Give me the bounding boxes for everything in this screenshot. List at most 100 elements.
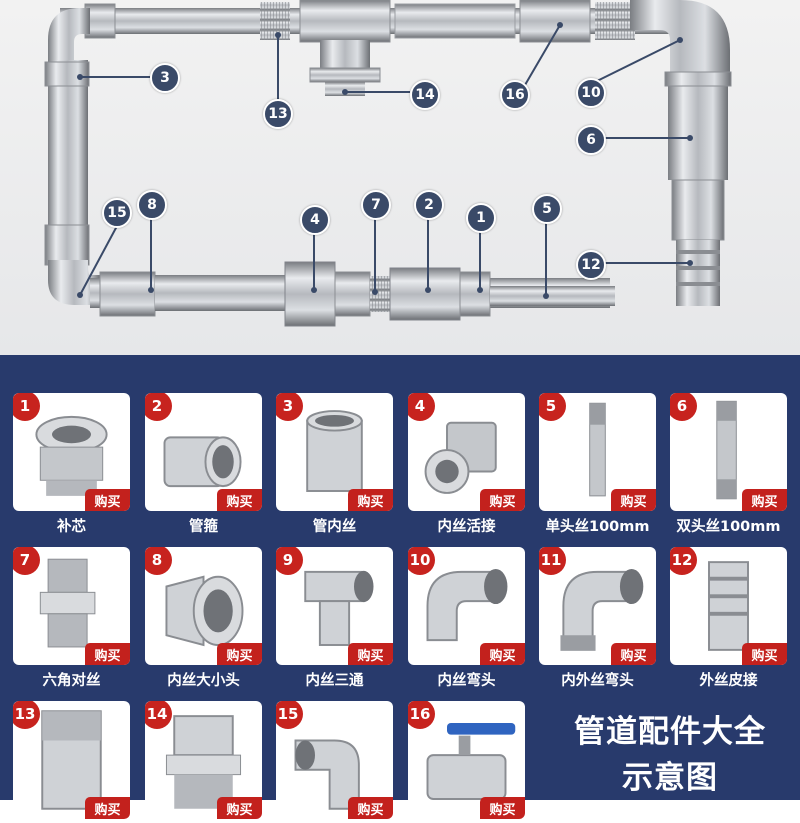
buy-button[interactable]: 购买 [85, 489, 130, 511]
item-number-badge: 14 [145, 701, 172, 729]
fitting-card-9[interactable]: 9 购买内丝三通 [276, 547, 393, 690]
item-number-badge: 1 [13, 393, 40, 421]
buy-button[interactable]: 购买 [217, 797, 262, 819]
hose-barb-icon [708, 561, 749, 651]
pipe-assembly-illustration [44, 0, 732, 327]
buy-button[interactable]: 购买 [480, 797, 525, 819]
coupling-icon [163, 436, 242, 488]
buy-button[interactable]: 购买 [217, 643, 262, 665]
fitting-name: 单头丝100mm [545, 519, 650, 535]
union-icon [424, 421, 497, 494]
fitting-name: 六角对丝 [42, 673, 101, 689]
fitting-card-14[interactable]: 14 购买 [145, 701, 262, 823]
ball-valve-icon [426, 722, 516, 800]
fitting-name: 双头丝100mm [676, 519, 781, 535]
fitting-name: 外丝皮接 [699, 673, 758, 689]
fitting-card-6[interactable]: 6 购买双头丝100mm [670, 393, 787, 536]
callout-16: 16 [500, 80, 530, 110]
buy-button[interactable]: 购买 [85, 643, 130, 665]
callout-2: 2 [414, 190, 444, 220]
elbow-male-female-icon [294, 739, 360, 810]
fitting-image[interactable]: 4 购买 [408, 393, 525, 511]
fitting-card-5[interactable]: 5 购买单头丝100mm [539, 393, 656, 536]
fitting-image[interactable]: 6 购买 [670, 393, 787, 511]
fitting-name: 内丝三通 [305, 673, 364, 689]
street-elbow-icon [560, 568, 644, 651]
callout-13: 13 [263, 99, 293, 129]
item-number-badge: 7 [13, 547, 40, 575]
item-number-badge: 13 [13, 701, 40, 729]
item-number-badge: 15 [276, 701, 303, 729]
fitting-image[interactable]: 7 购买 [13, 547, 130, 665]
fitting-image[interactable]: 5 购买 [539, 393, 656, 511]
fitting-card-16[interactable]: 16 购买 [408, 701, 525, 823]
item-number-badge: 4 [408, 393, 435, 421]
fitting-card-10[interactable]: 10 购买内丝弯头 [408, 547, 525, 690]
fittings-catalog [0, 355, 800, 800]
reducer-icon [165, 575, 244, 647]
fitting-card-7[interactable]: 7 购买六角对丝 [13, 547, 130, 690]
fitting-name: 补芯 [57, 519, 86, 535]
item-number-badge: 2 [145, 393, 172, 421]
fitting-image[interactable]: 15 购买 [276, 701, 393, 819]
item-number-badge: 12 [670, 547, 697, 575]
fitting-image[interactable]: 16 购买 [408, 701, 525, 819]
buy-button[interactable]: 购买 [348, 797, 393, 819]
item-number-badge: 10 [408, 547, 435, 575]
fitting-image[interactable]: 1 购买 [13, 393, 130, 511]
fitting-image[interactable]: 8 购买 [145, 547, 262, 665]
pipe-assembly-diagram: 3 13 14 16 10 6 15 8 4 7 2 1 5 12 [0, 0, 800, 355]
fitting-image[interactable]: 11 购买 [539, 547, 656, 665]
fitting-card-13[interactable]: 13 购买 [13, 701, 130, 823]
item-number-badge: 16 [408, 701, 435, 729]
callout-15: 15 [102, 198, 132, 228]
fitting-image[interactable]: 2 购买 [145, 393, 262, 511]
fitting-image[interactable]: 12 购买 [670, 547, 787, 665]
pipe-socket-icon [306, 410, 363, 492]
item-number-badge: 8 [145, 547, 172, 575]
fitting-card-15[interactable]: 15 购买 [276, 701, 393, 823]
banner-note: 如下其他配件联系客服 [589, 802, 750, 821]
item-number-badge: 5 [539, 393, 566, 421]
callout-8: 8 [137, 190, 167, 220]
callout-14: 14 [410, 80, 440, 110]
hex-nipple-icon [39, 558, 96, 648]
banner-title: 管道配件大全 [574, 714, 766, 750]
fitting-card-1[interactable]: 1 购买补芯 [13, 393, 130, 536]
bushing-icon [35, 415, 108, 496]
banner-subtitle: 示意图 [622, 760, 718, 796]
callout-4: 4 [300, 205, 330, 235]
fitting-card-3[interactable]: 3 购买管内丝 [276, 393, 393, 536]
buy-button[interactable]: 购买 [85, 797, 130, 819]
callout-7: 7 [361, 190, 391, 220]
buy-button[interactable]: 购买 [611, 643, 656, 665]
fitting-image[interactable]: 3 购买 [276, 393, 393, 511]
item-number-badge: 3 [276, 393, 303, 421]
callout-1: 1 [466, 203, 496, 233]
item-number-badge: 6 [670, 393, 697, 421]
callout-6: 6 [576, 125, 606, 155]
buy-button[interactable]: 购买 [348, 489, 393, 511]
fitting-image[interactable]: 13 购买 [13, 701, 130, 819]
fitting-card-12[interactable]: 12 购买外丝皮接 [670, 547, 787, 690]
fitting-image[interactable]: 10 购买 [408, 547, 525, 665]
buy-button[interactable]: 购买 [480, 643, 525, 665]
buy-button[interactable]: 购买 [742, 643, 787, 665]
double-thread-nipple-icon [716, 400, 737, 500]
buy-button[interactable]: 购买 [611, 489, 656, 511]
tee-icon [304, 570, 374, 646]
item-number-badge: 9 [276, 547, 303, 575]
buy-button[interactable]: 购买 [348, 643, 393, 665]
fitting-image[interactable]: 9 购买 [276, 547, 393, 665]
fitting-name: 管内丝 [312, 519, 357, 535]
buy-button[interactable]: 购买 [480, 489, 525, 511]
fitting-image[interactable]: 14 购买 [145, 701, 262, 819]
item-number-badge: 11 [539, 547, 566, 575]
buy-button[interactable]: 购买 [742, 489, 787, 511]
buy-button[interactable]: 购买 [217, 489, 262, 511]
fitting-name: 内丝弯头 [437, 673, 496, 689]
